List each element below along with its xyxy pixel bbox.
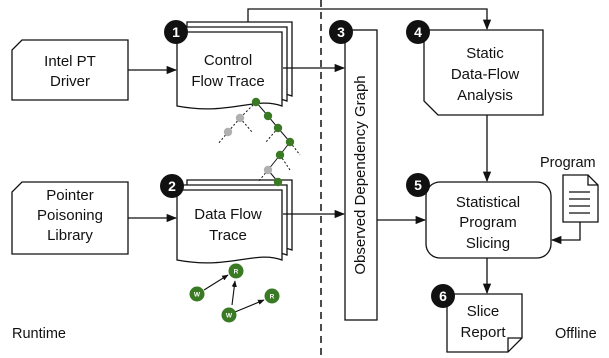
svg-text:4: 4 [414, 24, 422, 40]
control-flow-trace-line-2: Flow Trace [191, 73, 264, 90]
step-badge-5: 5 [406, 173, 430, 197]
svg-text:6: 6 [439, 288, 447, 304]
slicing-line-1: Statistical [456, 194, 520, 211]
svg-text:2: 2 [168, 178, 176, 194]
svg-text:1: 1 [172, 24, 180, 40]
data-flow-trace-line-1: Data Flow [194, 206, 262, 223]
arrow-program-to-slicing [550, 222, 581, 245]
read-node-label: R [270, 294, 275, 301]
data-flow-trace-line-2: Trace [209, 227, 247, 244]
control-flow-trace-document: Control Flow Trace [176, 21, 293, 110]
read-node [264, 288, 280, 304]
step-badge-6: 6 [431, 284, 455, 308]
write-node [189, 286, 205, 302]
slice-report-line-2: Report [460, 324, 506, 341]
svg-text:5: 5 [414, 177, 422, 193]
runtime-label: Runtime [12, 326, 66, 342]
svg-text:3: 3 [337, 24, 345, 40]
control-flow-tree-illustration [217, 97, 301, 187]
arrow-control-flow-to-static-analysis [247, 8, 492, 31]
program-label: Program [540, 155, 596, 171]
intel-pt-driver-box: Intel PT Driver [11, 39, 129, 101]
write-node [221, 307, 237, 323]
slicing-line-2: Program [459, 214, 517, 231]
step-badge-2: 2 [160, 174, 184, 198]
write-node-label: W [194, 292, 201, 299]
pointer-poisoning-line-3: Library [47, 227, 93, 244]
read-node-label: R [234, 269, 239, 276]
step-badge-3: 3 [329, 20, 353, 44]
static-analysis-line-2: Data-Flow [451, 66, 520, 83]
program-file-icon [562, 174, 599, 223]
slice-report-document: Slice Report [446, 293, 523, 353]
data-flow-trace-document: Data Flow Trace [176, 179, 293, 264]
observed-dependency-graph-label: Observed Dependency Graph [352, 75, 369, 274]
step-badge-4: 4 [406, 20, 430, 44]
static-analysis-line-1: Static [466, 45, 504, 62]
intel-pt-driver-line-1: Intel PT [44, 53, 96, 70]
static-analysis-line-3: Analysis [457, 87, 513, 104]
write-node-label: W [226, 313, 233, 320]
read-node [228, 263, 244, 279]
static-data-flow-analysis-box: Static Data-Flow Analysis [423, 29, 544, 116]
step-badge-1: 1 [164, 20, 188, 44]
observed-dependency-graph-box [344, 29, 378, 321]
slice-report-line-1: Slice [467, 303, 500, 320]
pointer-poisoning-line-1: Pointer [46, 187, 94, 204]
offline-label: Offline [555, 326, 597, 342]
control-flow-trace-line-1: Control [204, 52, 252, 69]
slicing-line-3: Slicing [466, 235, 510, 252]
pointer-poisoning-line-2: Poisoning [37, 207, 103, 224]
pointer-poisoning-library-box: Pointer Poisoning Library [11, 181, 129, 255]
intel-pt-driver-line-2: Driver [50, 73, 90, 90]
data-flow-wr-illustration: W R W R [189, 263, 280, 323]
